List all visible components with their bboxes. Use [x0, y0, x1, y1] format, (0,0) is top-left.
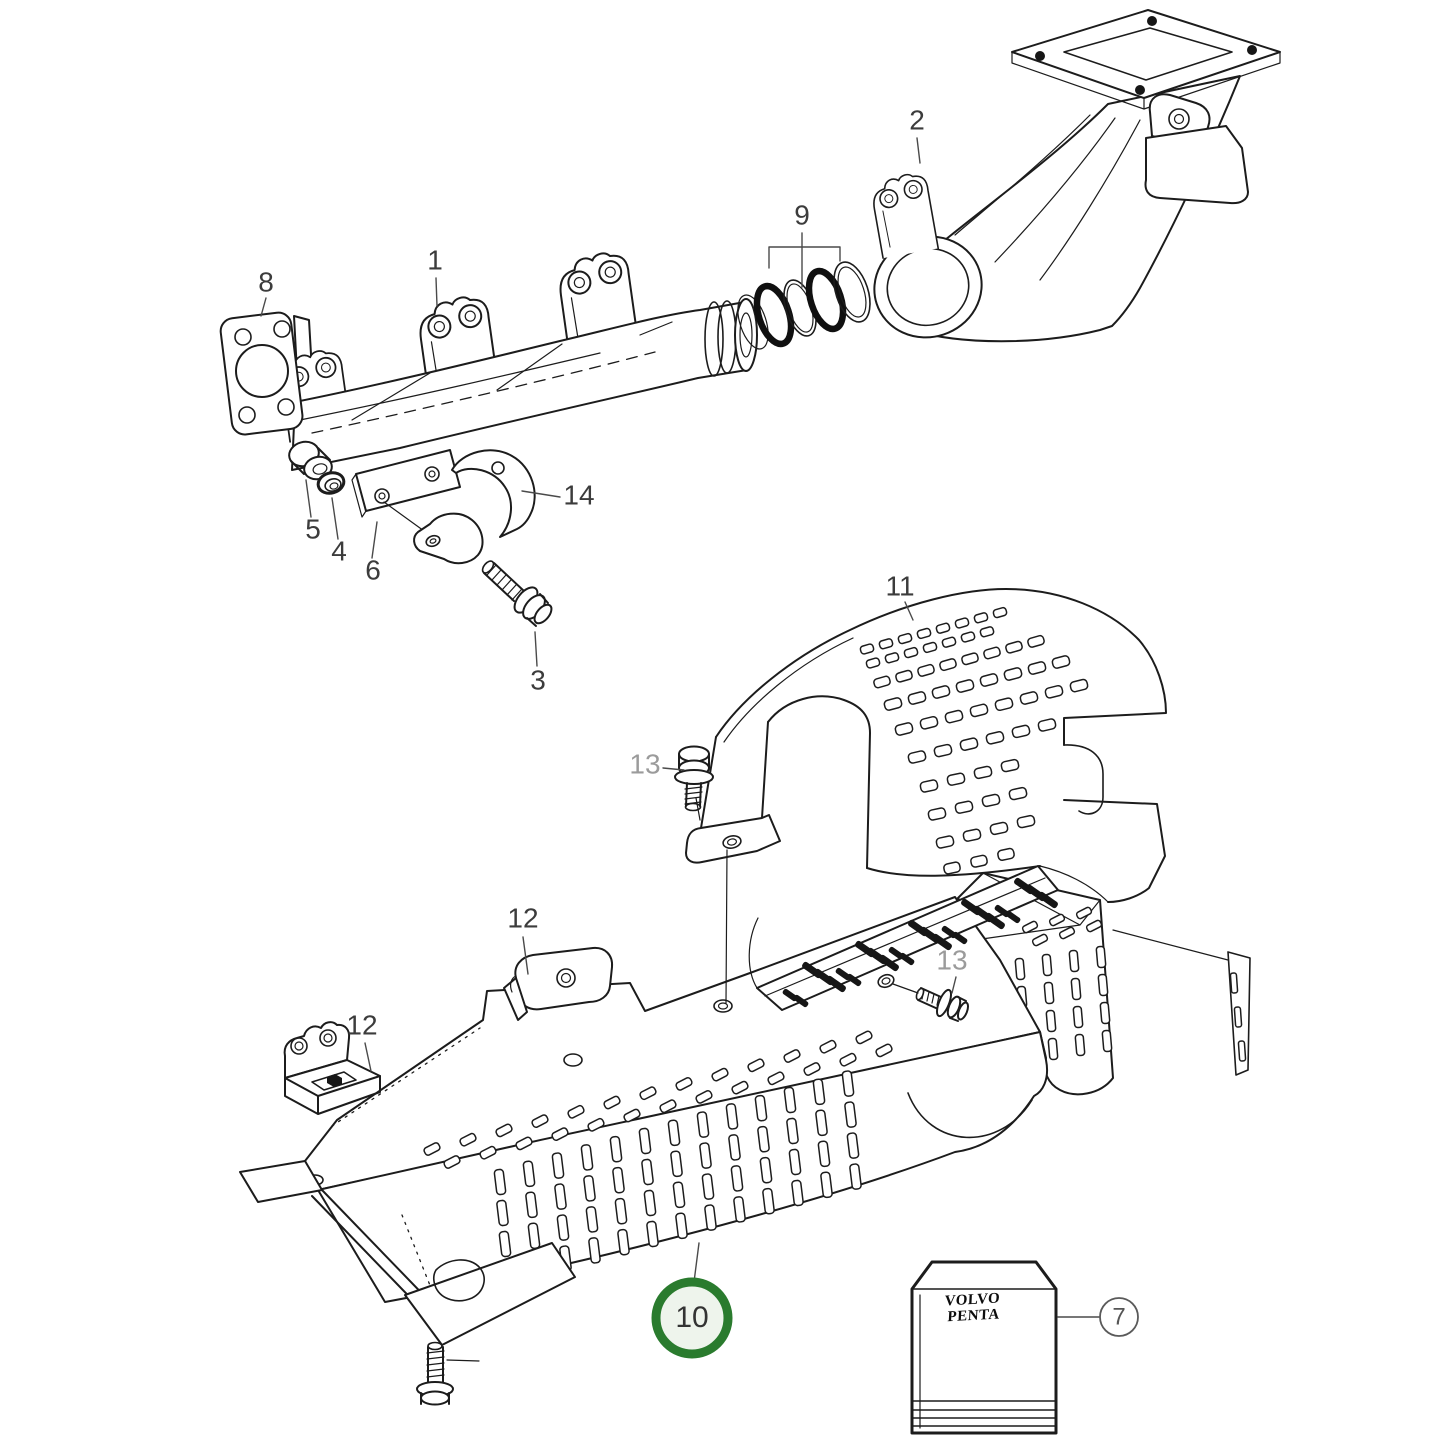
shield-11-strip-bracket: [748, 865, 1059, 1011]
bolt-bottom: [416, 1341, 454, 1406]
svg-text:11: 11: [885, 570, 914, 601]
svg-text:14: 14: [563, 479, 594, 510]
bracket-plate-6: [351, 449, 461, 537]
callout-12-lower[interactable]: 12: [346, 1009, 378, 1072]
pipe-clamp-14: [413, 449, 536, 565]
flange-nut-4: [316, 471, 346, 495]
assembly-lines: [446, 797, 919, 1362]
brand-line-2: PENTA: [947, 1307, 1000, 1326]
callout-6[interactable]: 6: [365, 521, 381, 585]
heat-shield-upper-11: [685, 588, 1167, 903]
callout-10-selected[interactable]: 10: [651, 1242, 733, 1359]
kit-box-brand: VOLVO PENTA: [944, 1291, 1000, 1326]
callout-2[interactable]: 2: [909, 104, 925, 164]
bracket-12-upper: [503, 946, 614, 1021]
svg-text:13: 13: [629, 748, 660, 779]
riser-elbow-2: [868, 9, 1281, 343]
callouts: 8 1 2 9 14 5 4 6: [258, 104, 1139, 1359]
callout-4[interactable]: 4: [331, 497, 347, 566]
elbow-foot-bracket: [1144, 93, 1249, 205]
svg-text:10: 10: [675, 1301, 708, 1334]
svg-text:13: 13: [936, 944, 967, 975]
svg-text:9: 9: [794, 199, 810, 230]
svg-text:12: 12: [346, 1009, 377, 1040]
callout-1[interactable]: 1: [427, 244, 443, 307]
callout-13-lower[interactable]: 13: [936, 944, 968, 994]
callout-5[interactable]: 5: [305, 479, 321, 544]
svg-text:7: 7: [1112, 1303, 1125, 1330]
shield-10-front-face: [317, 1030, 1048, 1303]
selected-part-ring: [651, 1277, 733, 1359]
svg-text:3: 3: [530, 664, 546, 695]
bolt-13-lower: [915, 987, 970, 1022]
hex-bolt-3: [481, 560, 553, 627]
manifold-tube: [291, 301, 748, 471]
callout-14[interactable]: 14: [521, 479, 595, 510]
shield-11-perforations: [859, 606, 1008, 655]
callout-9[interactable]: 9: [768, 199, 841, 288]
bolt-13-upper: [674, 745, 714, 812]
callout-8[interactable]: 8: [258, 266, 274, 317]
svg-text:8: 8: [258, 266, 274, 297]
callout-13-upper[interactable]: 13: [629, 748, 685, 779]
svg-text:4: 4: [331, 535, 347, 566]
svg-text:1: 1: [427, 244, 443, 275]
svg-text:6: 6: [365, 554, 381, 585]
callout-12-upper[interactable]: 12: [507, 902, 539, 975]
heat-shield-lower-10: [239, 872, 1251, 1346]
svg-text:2: 2: [909, 104, 925, 135]
bracket-12-lower: [283, 1021, 381, 1115]
callout-7[interactable]: 7: [1057, 1297, 1139, 1337]
callout-11[interactable]: 11: [885, 570, 915, 621]
kit-box-7: VOLVO PENTA: [910, 1260, 1058, 1435]
callout-3[interactable]: 3: [530, 631, 546, 695]
exhaust-flange-8: [219, 311, 304, 436]
shield-10-left-foot: [239, 1160, 576, 1346]
exhaust-manifold-assembly: [219, 9, 1281, 627]
shield-11-foot-tab: [685, 814, 781, 864]
manifold-pipe-end: [704, 298, 758, 377]
svg-text:5: 5: [305, 513, 321, 544]
brand-line-1: VOLVO: [944, 1291, 1000, 1310]
sealing-rings-9: [737, 261, 871, 350]
svg-text:12: 12: [507, 902, 538, 933]
